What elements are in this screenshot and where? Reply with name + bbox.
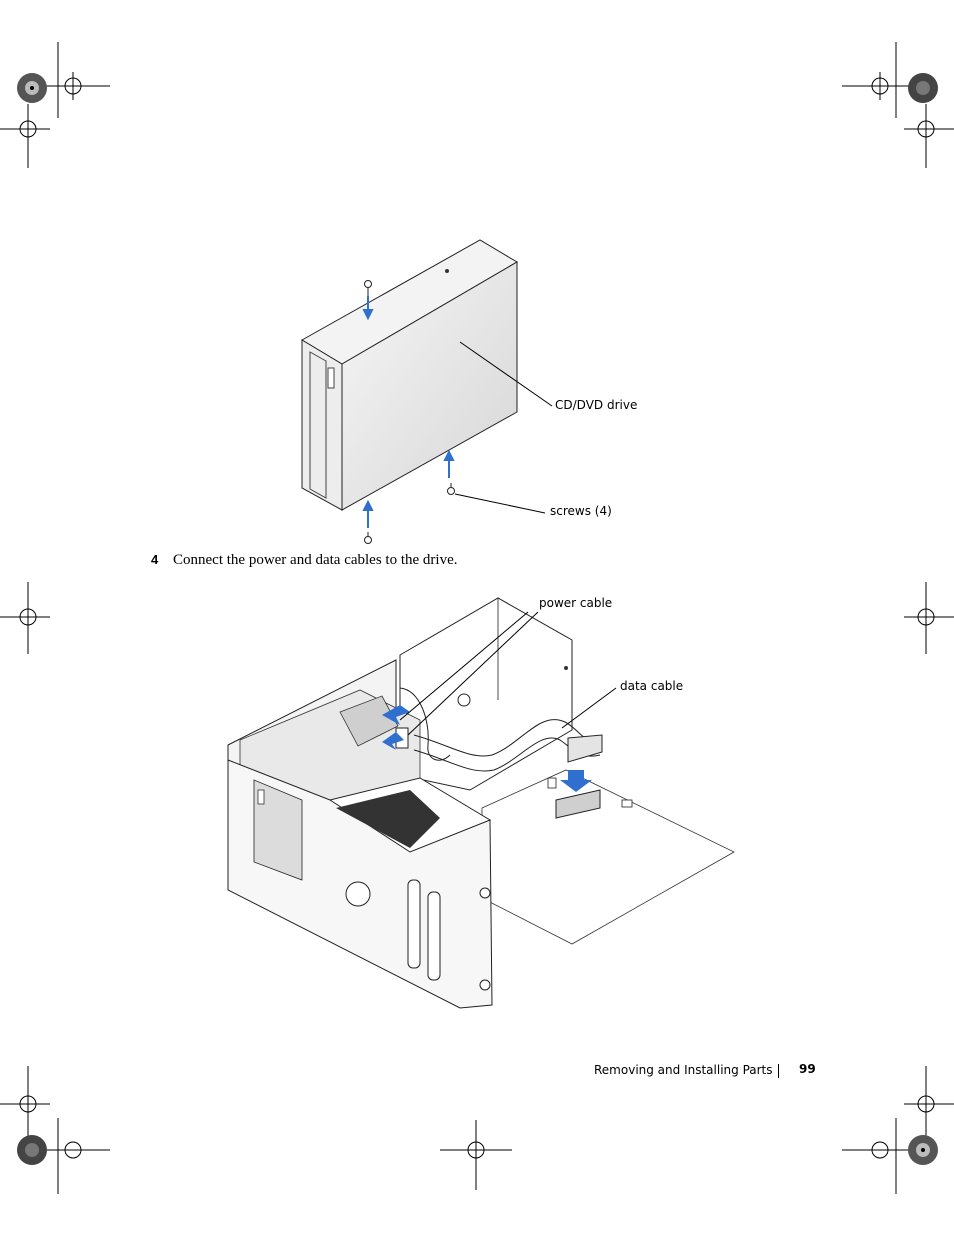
cd-dvd-drive-label: CD/DVD drive [555,398,638,412]
page-number: 99 [799,1062,816,1076]
step-number: 4 [151,552,159,567]
screws-label: screws (4) [550,504,612,518]
instruction-step: 4 Connect the power and data cables to th… [151,552,457,569]
footer-section-title: Removing and Installing Parts [594,1063,773,1077]
connect-arrow-icon [382,705,592,792]
screw-icon [364,280,455,544]
power-cable-label: power cable [539,596,613,610]
step-text: Connect the power and data cables to the… [173,552,458,568]
data-cable-label: data cable [620,679,684,693]
insert-arrow-icon [362,296,455,528]
footer-divider [778,1064,779,1078]
